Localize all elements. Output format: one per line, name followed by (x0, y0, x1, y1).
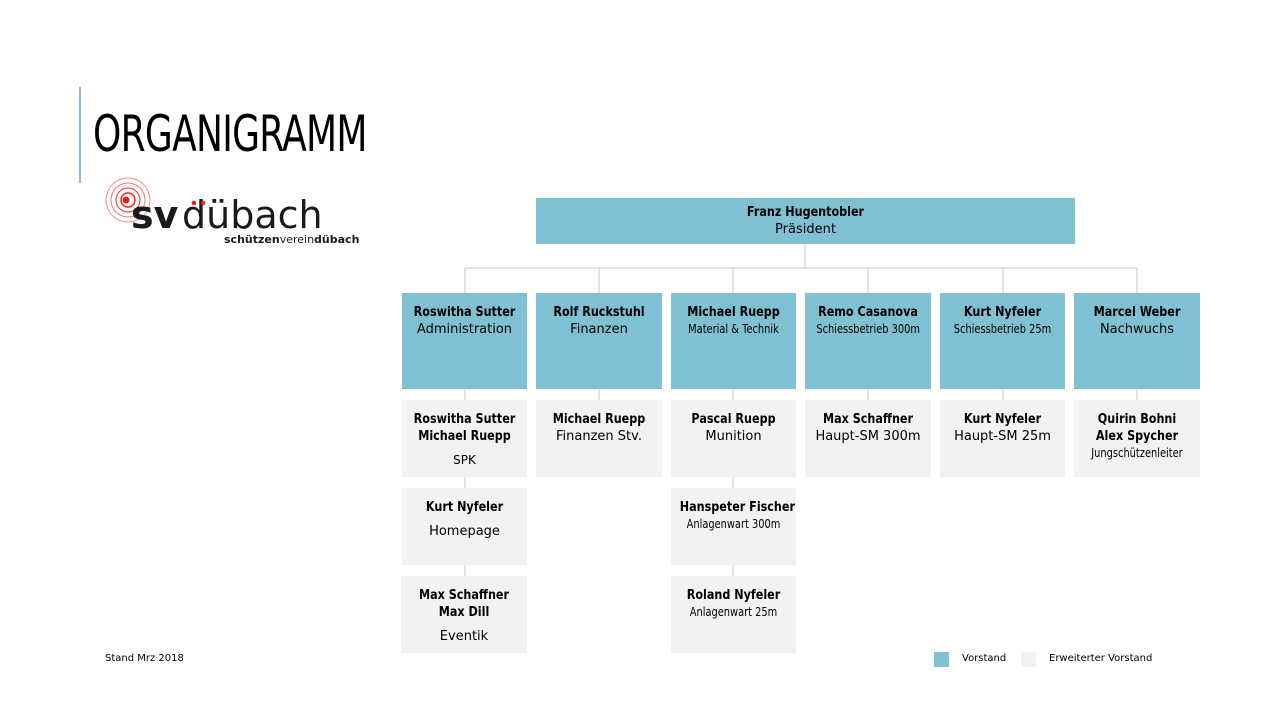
president-role: Präsident (775, 222, 836, 237)
extended-box-haupt-sm-25: Kurt Nyfeler Haupt-SM 25m (940, 400, 1065, 477)
member-name: Hanspeter Fischer (679, 500, 795, 515)
president-name: Franz Hugentobler (746, 205, 865, 220)
extended-box-homepage: Kurt Nyfeler Homepage (402, 488, 527, 565)
target-center-dot (122, 196, 130, 204)
vorstand-name: Michael Ruepp (687, 305, 780, 320)
vorstand-box-administration: Roswitha Sutter Administration (402, 293, 527, 389)
extended-box-jungschuetzen: Quirin Bohni Alex Spycher Jungschützenle… (1074, 400, 1200, 477)
extended-box-haupt-sm-300: Max Schaffner Haupt-SM 300m (805, 400, 931, 477)
president-box: Franz Hugentobler Präsident (536, 198, 1075, 244)
member-name: Kurt Nyfeler (425, 500, 504, 515)
svdubach-logo: sv dübach schützenvereindübach (105, 177, 359, 246)
member-name: Roswitha Sutter (413, 412, 516, 427)
vorstand-role: Finanzen (570, 322, 628, 337)
member-name: Kurt Nyfeler (963, 412, 1042, 427)
logo-tagline: schützenvereindübach (224, 233, 359, 246)
title-accent-bar (79, 87, 81, 183)
vorstand-name: Kurt Nyfeler (963, 305, 1042, 320)
legend-swatch-vorstand (934, 652, 949, 667)
logo-name: dübach (182, 193, 323, 237)
extended-box-eventik: Max Schaffner Max Dill Eventik (401, 576, 527, 653)
extended-box-anlagenwart-300: Hanspeter Fischer Anlagenwart 300m (671, 488, 796, 565)
legend-label-erweitert: Erweiterter Vorstand (1049, 653, 1153, 664)
member-role: Jungschützenleiter (1091, 446, 1183, 460)
vorstand-box-material: Michael Ruepp Material & Technik (671, 293, 796, 389)
target-rings-icon (105, 177, 151, 223)
vorstand-role: Schiessbetrieb 300m (816, 322, 921, 336)
member-name: Max Dill (438, 605, 490, 620)
member-name: Quirin Bohni (1097, 412, 1177, 427)
vorstand-name: Marcel Weber (1093, 305, 1181, 320)
vorstand-box-finanzen: Rolf Ruckstuhl Finanzen (536, 293, 662, 389)
vorstand-role: Material & Technik (688, 322, 779, 336)
vorstand-name: Roswitha Sutter (413, 305, 516, 320)
member-name: Alex Spycher (1095, 429, 1179, 444)
vorstand-role: Nachwuchs (1099, 322, 1175, 337)
member-role: Finanzen Stv. (556, 429, 642, 444)
member-role: Anlagenwart 300m (686, 517, 781, 531)
extended-box-munition: Pascal Ruepp Munition (671, 400, 796, 477)
member-role: Munition (705, 429, 762, 444)
vorstand-name: Remo Casanova (818, 305, 918, 320)
member-name: Michael Ruepp (418, 429, 511, 444)
member-name: Max Schaffner (822, 412, 914, 427)
member-role: Eventik (439, 629, 489, 644)
member-name: Max Schaffner (418, 588, 510, 603)
umlaut-dot-left (191, 200, 197, 206)
umlaut-dot-right (200, 200, 206, 206)
vorstand-box-schiess25: Kurt Nyfeler Schiessbetrieb 25m (940, 293, 1065, 389)
vorstand-name: Rolf Ruckstuhl (553, 305, 645, 320)
member-role: Anlagenwart 25m (689, 605, 778, 619)
page-title: ORGANIGRAMM (93, 105, 367, 163)
member-role: Homepage (429, 524, 500, 539)
logo-sv: sv (131, 193, 179, 237)
vorstand-box-nachwuchs: Marcel Weber Nachwuchs (1074, 293, 1200, 389)
vorstand-role: Schiessbetrieb 25m (953, 322, 1052, 336)
vorstand-box-schiess300: Remo Casanova Schiessbetrieb 300m (805, 293, 931, 389)
vorstand-role: Administration (416, 322, 513, 337)
member-name: Michael Ruepp (552, 412, 646, 427)
extended-box-anlagenwart-25: Roland Nyfeler Anlagenwart 25m (671, 576, 796, 653)
member-role: Haupt-SM 300m (815, 429, 921, 444)
member-name: Pascal Ruepp (691, 412, 776, 427)
footer-stand: Stand Mrz 2018 (105, 653, 184, 664)
legend-swatch-erweitert (1021, 652, 1036, 667)
extended-box-spk: Roswitha Sutter Michael Ruepp SPK (402, 400, 527, 477)
legend-label-vorstand: Vorstand (962, 653, 1007, 664)
member-role: Haupt-SM 25m (954, 429, 1051, 444)
extended-box-finanzen-stv: Michael Ruepp Finanzen Stv. (536, 400, 662, 477)
member-role: SPK (453, 453, 476, 467)
member-name: Roland Nyfeler (686, 588, 781, 603)
